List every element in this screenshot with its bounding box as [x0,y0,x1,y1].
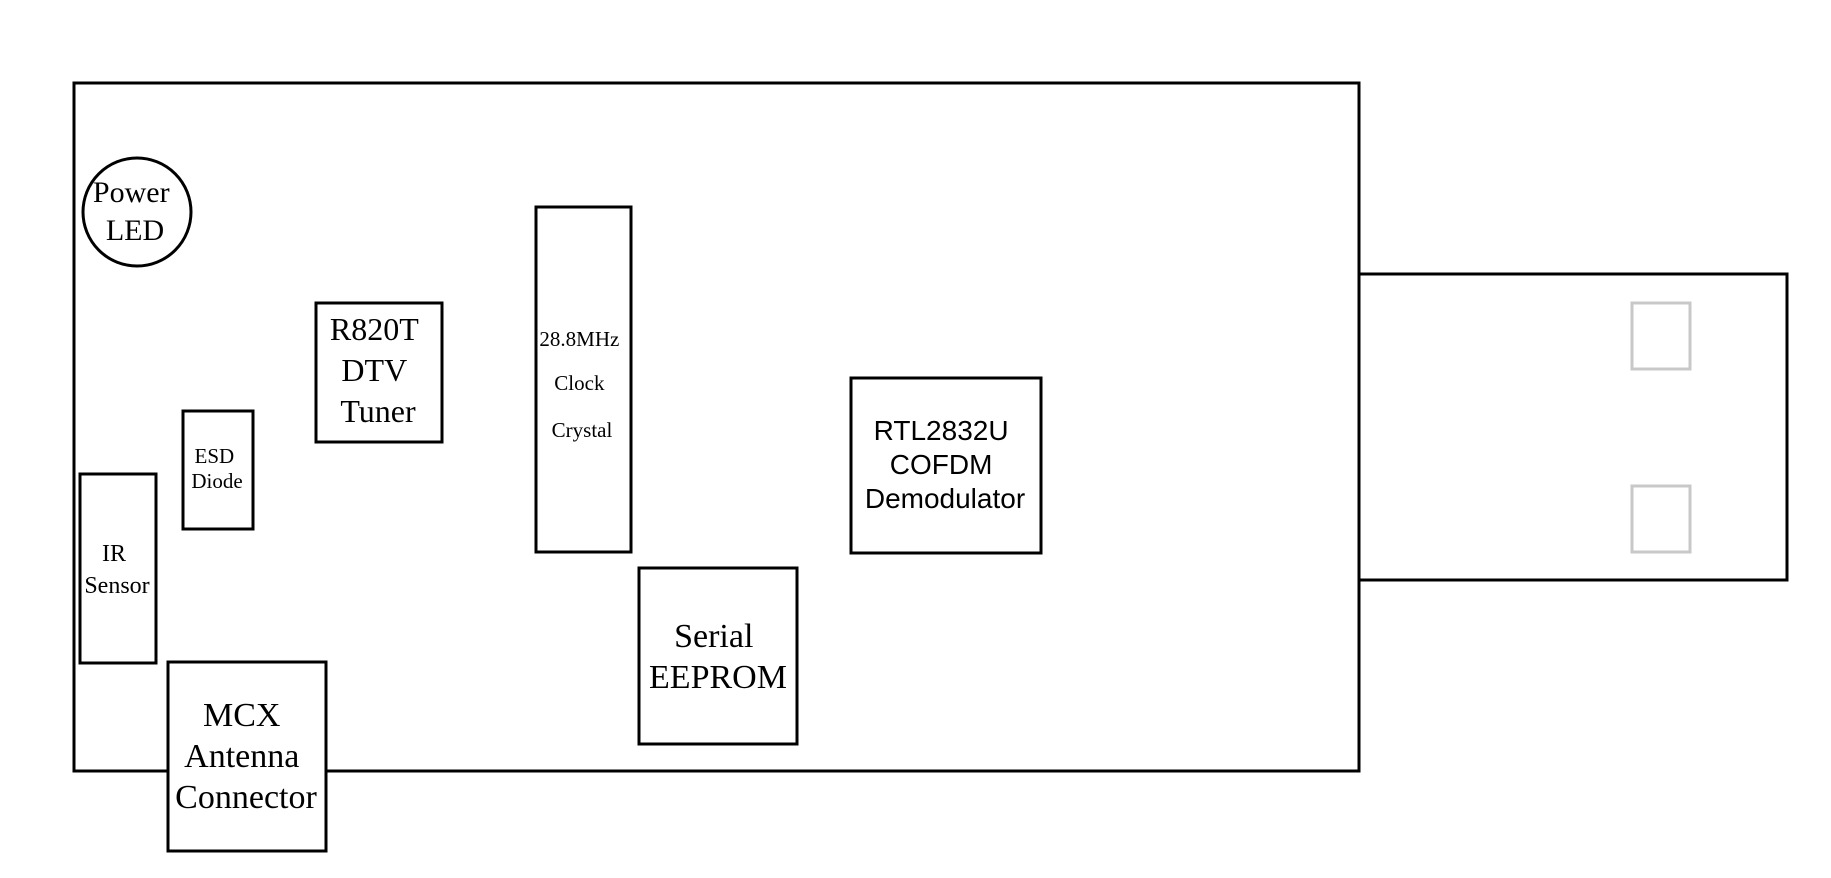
r820t-tuner-label-line: Tuner [340,393,416,429]
rtl2832u-demodulator-shape [849,376,1043,555]
svg-text:Power LED: Power LED [93,176,177,247]
mcx-antenna-connector-label-line: MCX [203,697,280,734]
esd-diode-label-line: Diode [191,469,242,493]
ir-sensor-label-line: IR [102,541,126,567]
rtl2832u-demodulator: RTL2832U COFDM Demodulator [849,376,1043,555]
svg-text:IR Sensor: IR Sensor [84,541,149,599]
ir-sensor: IR Sensor [78,472,158,665]
serial-eeprom-label-line: Serial [674,618,753,655]
clock-crystal-label-line: Crystal [552,418,613,442]
esd-diode: ESD Diode [181,409,255,531]
power-led-shape [81,156,193,268]
svg-text:ESD Diode: ESD Diode [191,444,242,493]
power-led-label-line: Power [93,176,170,209]
esd-diode-label-line: ESD [195,444,235,468]
serial-eeprom-label-line: EEPROM [649,659,787,696]
serial-eeprom-shape [637,566,799,746]
rtl2832u-demodulator-label-line: COFDM [890,449,993,480]
mcx-antenna-connector-label-line: Antenna [184,738,299,775]
rtl2832u-demodulator-label-line: RTL2832U [874,415,1009,446]
ir-sensor-label-line: Sensor [84,573,149,599]
clock-crystal-label-line: 28.8MHz [539,327,619,351]
mcx-antenna-connector-label-line: Connector [175,779,317,816]
clock-crystal: 28.8MHz Clock Crystal [534,205,633,554]
clock-crystal-shape [534,205,633,554]
svg-text:R820T DTV Tuner: R820T DTV Tuner [330,311,426,429]
clock-crystal-label-line: Clock [554,371,605,395]
power-led-label-line: LED [106,214,164,247]
usb-plug [1357,272,1789,582]
svg-text:RTL2832U COFDM Dem: RTL2832U COFDM Demodulator [865,415,1025,514]
svg-text:MCX Antenna Connec: MCX Antenna Connector [175,697,317,816]
esd-diode-shape [181,409,255,531]
r820t-tuner-shape [314,301,444,444]
r820t-tuner-label-line: DTV [341,352,407,388]
r820t-tuner-label-line: R820T [330,311,419,347]
r820t-tuner: R820T DTV Tuner [314,301,444,444]
rtl2832u-demodulator-label-line: Demodulator [865,483,1025,514]
mcx-antenna-connector-shape [166,660,328,853]
usb-plug-body [1357,272,1789,582]
svg-text:Serial EEPROM: Serial EEPROM [649,618,787,696]
svg-text:28.8MHz Clock Crys: 28.8MHz Clock Crystal [539,327,624,442]
serial-eeprom: Serial EEPROM [637,566,799,746]
power-led: Power LED [81,156,193,268]
ir-sensor-shape [78,472,158,665]
usb-contact-pad-top [1630,301,1692,371]
mcx-antenna-connector: MCX Antenna Connector [166,660,328,853]
usb-contact-pad-bottom [1630,484,1692,554]
